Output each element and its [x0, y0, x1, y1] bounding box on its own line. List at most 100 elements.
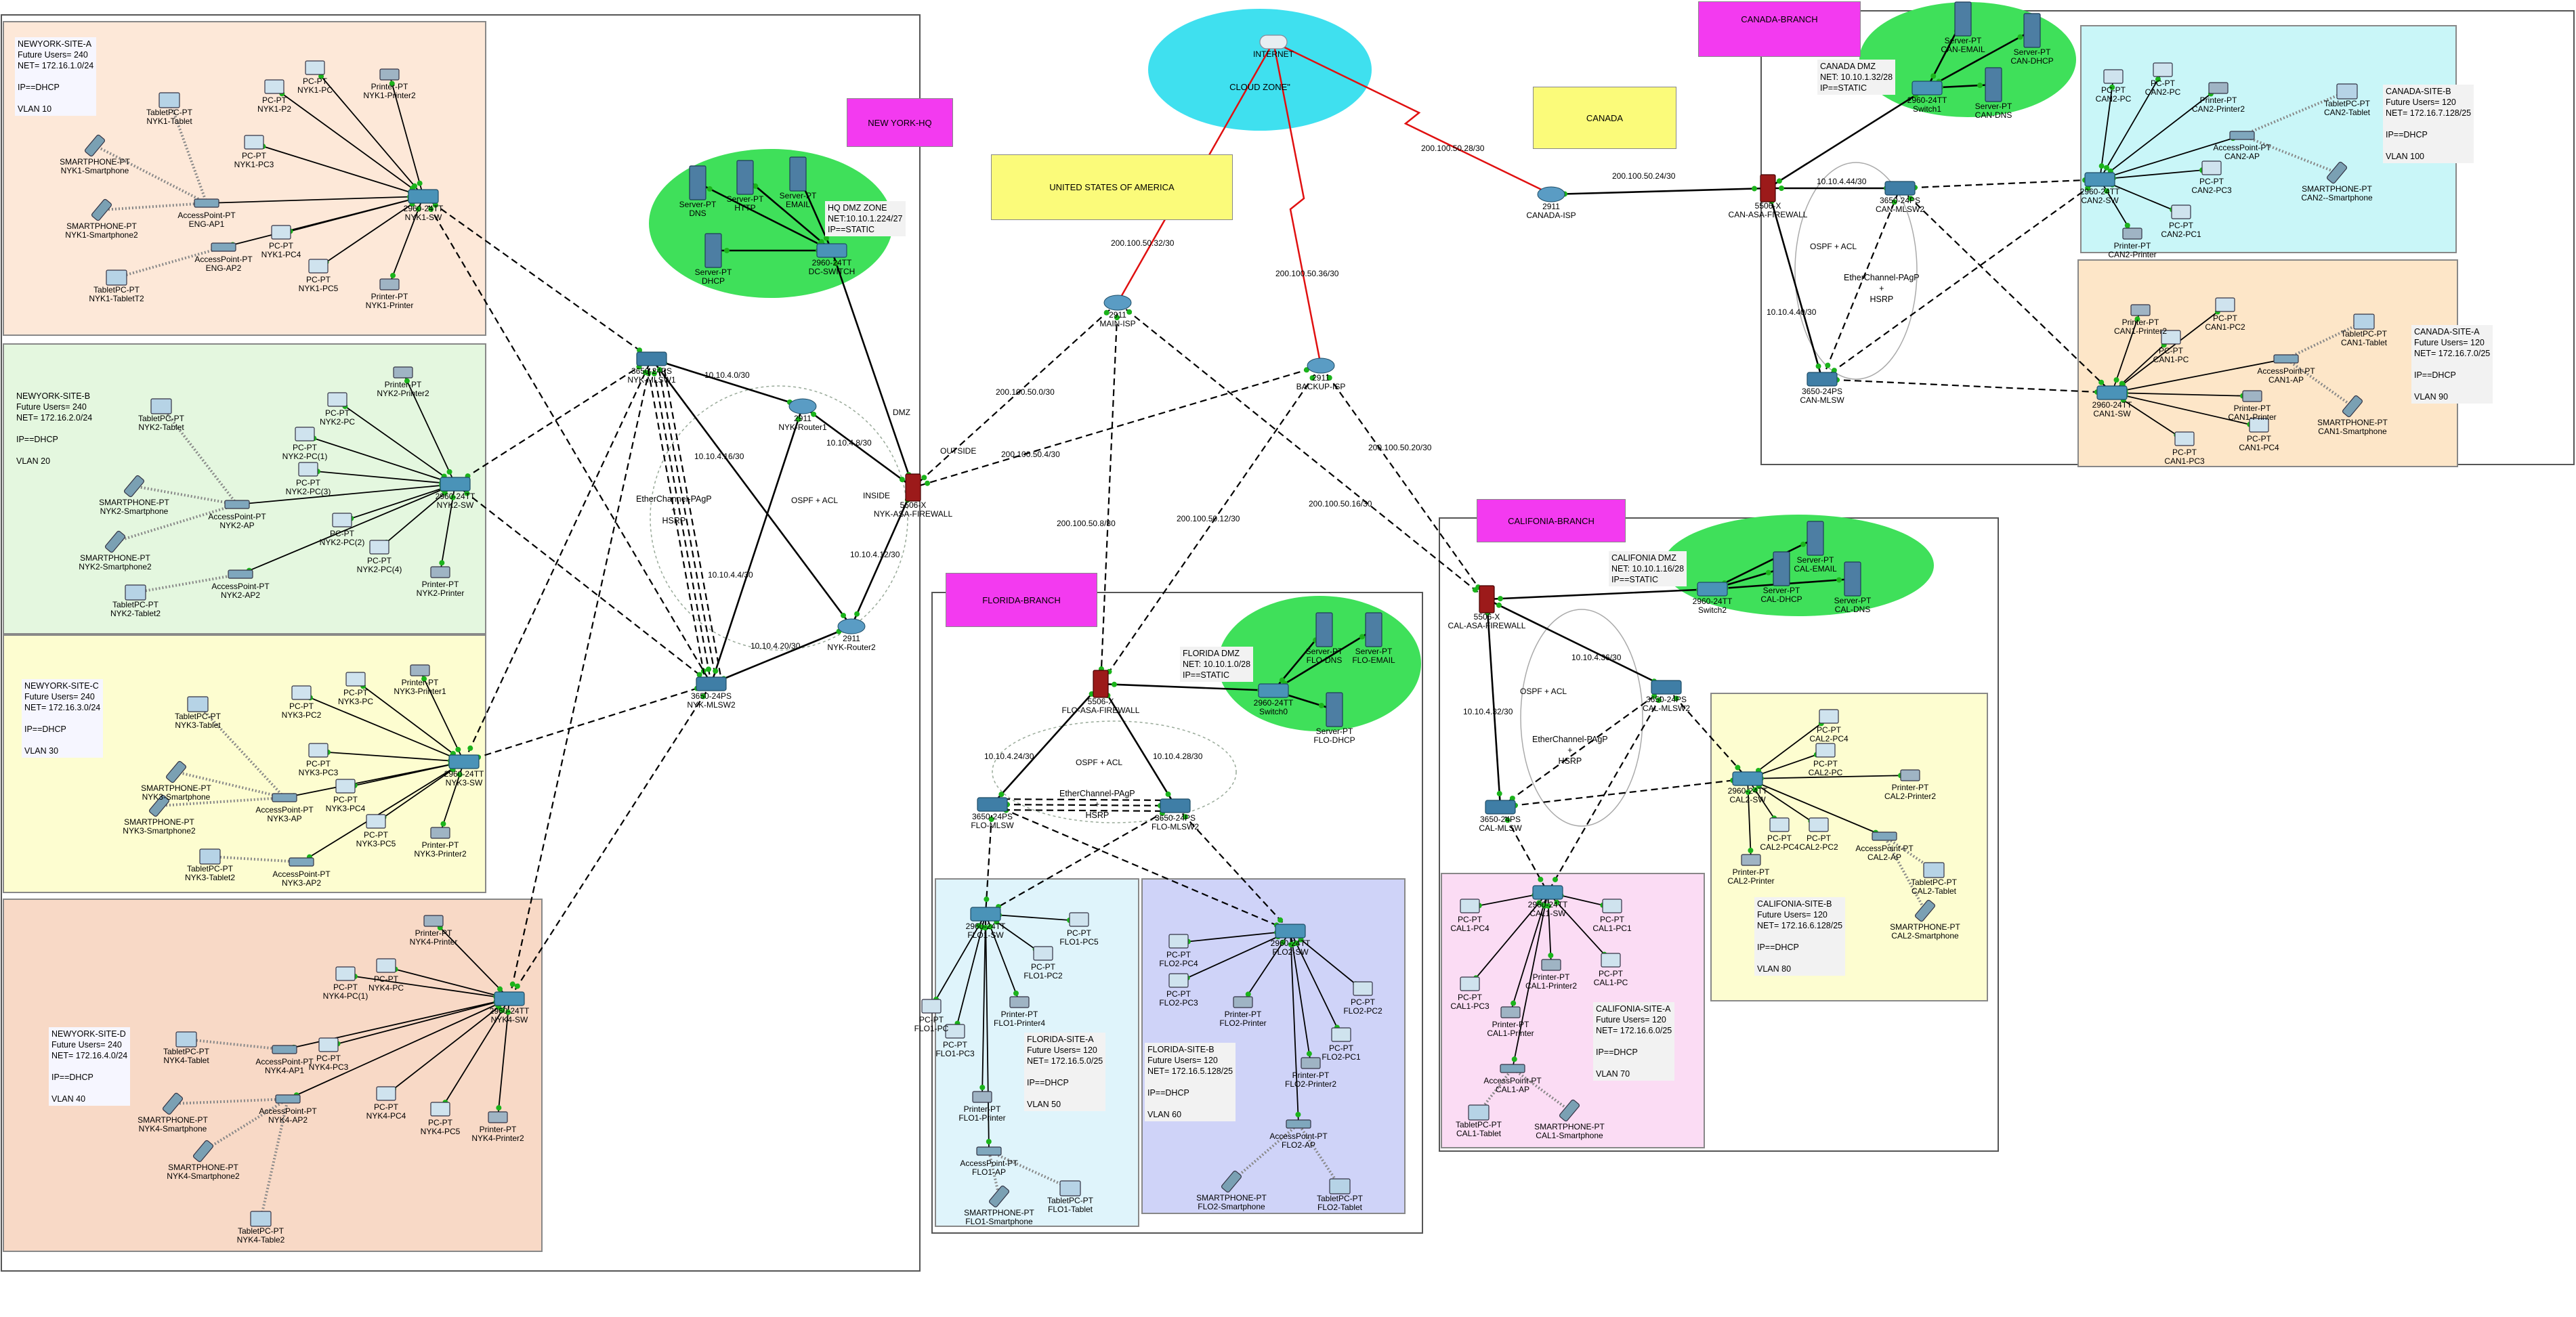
nyk2-endpoint-icon[interactable]	[393, 366, 413, 379]
nyk1-endpoint-icon[interactable]	[264, 79, 284, 94]
cal2-endpoint-icon[interactable]	[1769, 817, 1790, 832]
cal2-sw-icon[interactable]	[1732, 771, 1763, 786]
flo2-endpoint-icon[interactable]	[1286, 1119, 1311, 1129]
flo1-endpoint-icon[interactable]	[1069, 912, 1089, 927]
cal2-endpoint-icon[interactable]	[1815, 743, 1836, 758]
flo-asa-icon[interactable]	[1093, 670, 1109, 698]
nyk4-endpoint-icon[interactable]	[488, 1111, 508, 1123]
can2-sw-icon[interactable]	[2084, 172, 2115, 187]
nyk3-endpoint-icon[interactable]	[291, 685, 312, 700]
cal1-endpoint-icon[interactable]	[1468, 1104, 1490, 1121]
nyk1-endpoint-icon[interactable]	[305, 60, 325, 75]
flo2-endpoint-icon[interactable]	[1168, 973, 1189, 988]
flo2-endpoint-icon[interactable]	[1168, 934, 1189, 949]
nyk4-endpoint-icon[interactable]	[192, 1140, 214, 1163]
flo-mlsw2-icon[interactable]	[1160, 798, 1191, 813]
nyk4-endpoint-icon[interactable]	[275, 1094, 301, 1104]
nyk-r1-icon[interactable]	[788, 398, 817, 414]
cal2-endpoint-icon[interactable]	[1809, 817, 1829, 832]
cal1-endpoint-icon[interactable]	[1602, 899, 1622, 913]
nyk2-endpoint-icon[interactable]	[125, 584, 146, 601]
nyk1-endpoint-icon[interactable]	[211, 242, 236, 252]
nyk1-endpoint-icon[interactable]	[84, 134, 106, 157]
nyk-r2-icon[interactable]	[837, 618, 866, 634]
nyk3-endpoint-icon[interactable]	[345, 672, 366, 687]
nyk2-endpoint-icon[interactable]	[295, 427, 315, 441]
nyk2-endpoint-icon[interactable]	[298, 462, 318, 477]
cal1-endpoint-icon[interactable]	[1541, 959, 1561, 971]
internet-icon[interactable]	[1259, 35, 1288, 49]
cal1-endpoint-icon[interactable]	[1500, 1064, 1525, 1073]
nyk1-endpoint-icon[interactable]	[159, 92, 180, 108]
cal1-sw-icon[interactable]	[1532, 885, 1563, 900]
main-isp-icon[interactable]	[1103, 295, 1132, 311]
nyk1-endpoint-icon[interactable]	[106, 269, 127, 286]
nyk2-endpoint-icon[interactable]	[104, 530, 126, 553]
nyk4-endpoint-icon[interactable]	[430, 1102, 450, 1117]
cal2-endpoint-icon[interactable]	[1923, 862, 1945, 878]
cal-asa-icon[interactable]	[1479, 585, 1495, 613]
can1-endpoint-icon[interactable]	[2242, 390, 2262, 402]
can2-endpoint-icon[interactable]	[2153, 62, 2173, 77]
nyk3-endpoint-icon[interactable]	[289, 857, 314, 867]
can-asa-icon[interactable]	[1760, 174, 1776, 202]
nyk2-endpoint-icon[interactable]	[228, 569, 253, 579]
nyk4-endpoint-icon[interactable]	[272, 1045, 297, 1054]
can2-endpoint-icon[interactable]	[2201, 160, 2222, 175]
hq-http-icon[interactable]	[736, 160, 754, 195]
backup-isp-icon[interactable]	[1307, 358, 1335, 374]
nyk4-endpoint-icon[interactable]	[250, 1211, 272, 1227]
can-email-icon[interactable]	[1954, 1, 1972, 37]
cal1-endpoint-icon[interactable]	[1601, 953, 1621, 968]
cal-dhcp-icon[interactable]	[1773, 551, 1790, 586]
can1-endpoint-icon[interactable]	[2174, 431, 2195, 446]
flo1-endpoint-icon[interactable]	[988, 1185, 1010, 1208]
hq-dns-icon[interactable]	[689, 165, 706, 200]
can1-endpoint-icon[interactable]	[2130, 304, 2151, 316]
nyk1-endpoint-icon[interactable]	[379, 68, 400, 81]
nyk3-endpoint-icon[interactable]	[410, 664, 430, 676]
nyk1-endpoint-icon[interactable]	[91, 198, 112, 221]
nyk2-endpoint-icon[interactable]	[150, 398, 172, 414]
nyk3-endpoint-icon[interactable]	[272, 793, 297, 802]
nyk1-endpoint-icon[interactable]	[308, 259, 329, 274]
cal2-endpoint-icon[interactable]	[1900, 769, 1920, 781]
nyk2-endpoint-icon[interactable]	[430, 566, 450, 578]
nyk4-endpoint-icon[interactable]	[423, 915, 444, 927]
cal2-endpoint-icon[interactable]	[1741, 854, 1761, 866]
flo1-endpoint-icon[interactable]	[1059, 1180, 1081, 1196]
nyk2-endpoint-icon[interactable]	[332, 513, 352, 527]
nyk3-endpoint-icon[interactable]	[366, 814, 386, 829]
flo2-sw-icon[interactable]	[1275, 924, 1306, 938]
flo2-endpoint-icon[interactable]	[1301, 1057, 1321, 1069]
hq-email-icon[interactable]	[789, 156, 807, 192]
flo1-endpoint-icon[interactable]	[1033, 946, 1053, 961]
nyk3-endpoint-icon[interactable]	[308, 743, 329, 758]
nyk2-endpoint-icon[interactable]	[123, 475, 145, 498]
can2-endpoint-icon[interactable]	[2336, 83, 2358, 100]
cal-email-icon[interactable]	[1807, 521, 1824, 556]
cal-switch2-icon[interactable]	[1697, 582, 1728, 597]
nyk3-sw-icon[interactable]	[448, 754, 480, 769]
nyk4-endpoint-icon[interactable]	[318, 1037, 339, 1052]
nyk1-endpoint-icon[interactable]	[271, 225, 291, 240]
can1-endpoint-icon[interactable]	[2161, 330, 2181, 345]
cal1-endpoint-icon[interactable]	[1460, 899, 1480, 913]
nyk-mlsw2-icon[interactable]	[696, 676, 727, 691]
flo2-endpoint-icon[interactable]	[1353, 981, 1373, 996]
can2-endpoint-icon[interactable]	[2208, 82, 2229, 94]
nyk3-endpoint-icon[interactable]	[165, 760, 187, 783]
nyk4-endpoint-icon[interactable]	[335, 966, 356, 981]
nyk1-endpoint-icon[interactable]	[244, 135, 264, 150]
nyk3-endpoint-icon[interactable]	[187, 696, 209, 712]
flo1-endpoint-icon[interactable]	[1009, 996, 1030, 1008]
can-dhcp-icon[interactable]	[2023, 13, 2041, 48]
cal1-endpoint-icon[interactable]	[1500, 1006, 1521, 1018]
flo1-endpoint-icon[interactable]	[976, 1146, 1002, 1156]
flo-mlsw-icon[interactable]	[977, 797, 1008, 812]
cal-mlsw-icon[interactable]	[1485, 800, 1516, 815]
can2-endpoint-icon[interactable]	[2122, 228, 2142, 240]
can1-endpoint-icon[interactable]	[2273, 354, 2299, 364]
cal-dns-icon[interactable]	[1844, 561, 1861, 597]
nyk3-endpoint-icon[interactable]	[148, 794, 170, 817]
